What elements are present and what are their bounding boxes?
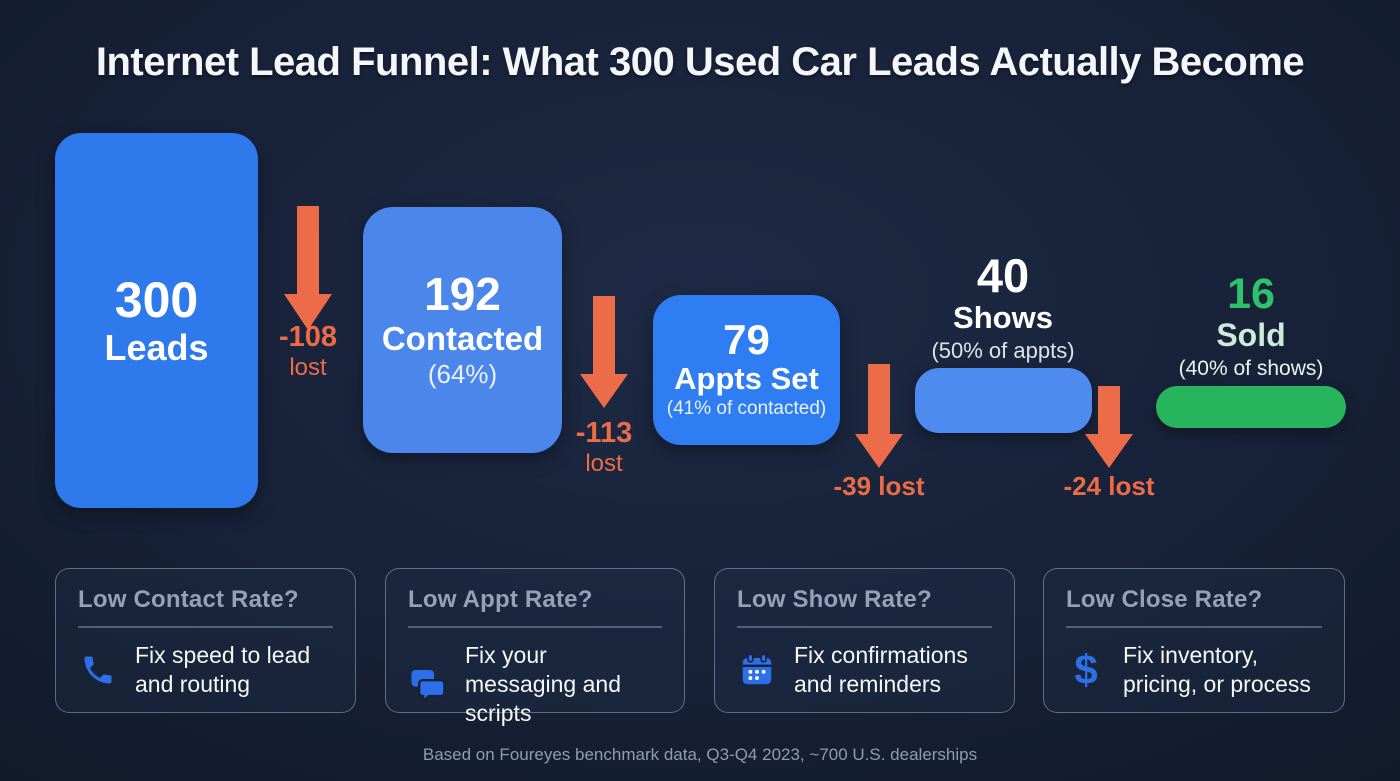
loss-number: -108: [278, 321, 338, 353]
card-title: Low Contact Rate?: [78, 586, 299, 613]
stage-sub: (41% of contacted): [666, 398, 827, 420]
dollar-icon: $: [1074, 645, 1098, 693]
stage-label: Sold: [1216, 317, 1286, 354]
funnel-stage-contacted: 192 Contacted (64%): [363, 207, 562, 453]
divider: [737, 626, 992, 628]
stage-sub: (64%): [427, 358, 498, 389]
stage-value: 16: [1227, 270, 1275, 318]
card-text: Fix speed to lead and routing: [135, 641, 311, 697]
card-text: Fix your messaging and scripts: [465, 641, 621, 727]
chat-icon: [408, 667, 448, 703]
funnel-stage-sold: 16 Sold (40% of shows): [1151, 270, 1351, 383]
stage-sub: (50% of appts): [931, 337, 1075, 363]
card-text: Fix confirmations and reminders: [794, 641, 968, 697]
loss-label-4: -24 lost: [1063, 471, 1155, 501]
card-title: Low Appt Rate?: [408, 586, 593, 613]
stage-value: 192: [424, 267, 501, 320]
funnel-stage-leads: 300 Leads: [55, 133, 258, 508]
stage-label: Appts Set: [674, 361, 819, 397]
shows-bar: [915, 368, 1092, 433]
loss-number: -113: [575, 417, 633, 449]
tip-card-appt-rate: Low Appt Rate? Fix your messaging and sc…: [385, 568, 685, 726]
phone-icon: [78, 652, 118, 688]
tip-card-close-rate: Low Close Rate? $ Fix inventory, pricing…: [1043, 568, 1345, 713]
down-arrow-icon: [284, 206, 332, 330]
divider: [408, 626, 662, 628]
loss-word: lost: [585, 449, 623, 477]
funnel-stage-appts: 79 Appts Set (41% of contacted): [653, 295, 840, 445]
stage-sub: (40% of shows): [1178, 356, 1324, 380]
card-text: Fix inventory, pricing, or process: [1123, 641, 1311, 697]
funnel-stage-shows: 40 Shows (50% of appts): [903, 252, 1103, 365]
loss-word: lost: [289, 353, 327, 381]
down-arrow-icon: [1085, 386, 1133, 468]
page-title: Internet Lead Funnel: What 300 Used Car …: [95, 40, 1305, 84]
tip-card-show-rate: Low Show Rate? Fix co: [714, 568, 1015, 713]
card-title: Low Close Rate?: [1066, 586, 1263, 613]
tip-card-contact-rate: Low Contact Rate? Fix speed to lead and …: [55, 568, 356, 713]
loss-label-2: -113 lost: [564, 417, 644, 479]
down-arrow-icon: [580, 296, 628, 408]
stage-value: 300: [114, 271, 199, 328]
stage-label: Shows: [953, 299, 1053, 335]
calendar-icon: [737, 652, 777, 688]
loss-label-3: -39 lost: [833, 471, 925, 501]
source-note: Based on Foureyes benchmark data, Q3-Q4 …: [422, 745, 978, 764]
stage-label: Leads: [104, 326, 209, 368]
divider: [1066, 626, 1322, 628]
divider: [78, 626, 333, 628]
stage-value: 79: [723, 316, 770, 364]
loss-label-1: -108 lost: [268, 321, 348, 383]
card-title: Low Show Rate?: [737, 586, 932, 613]
stage-label: Contacted: [381, 319, 544, 357]
sold-bar: [1156, 386, 1346, 428]
down-arrow-icon: [855, 364, 903, 468]
stage-value: 40: [976, 249, 1030, 302]
